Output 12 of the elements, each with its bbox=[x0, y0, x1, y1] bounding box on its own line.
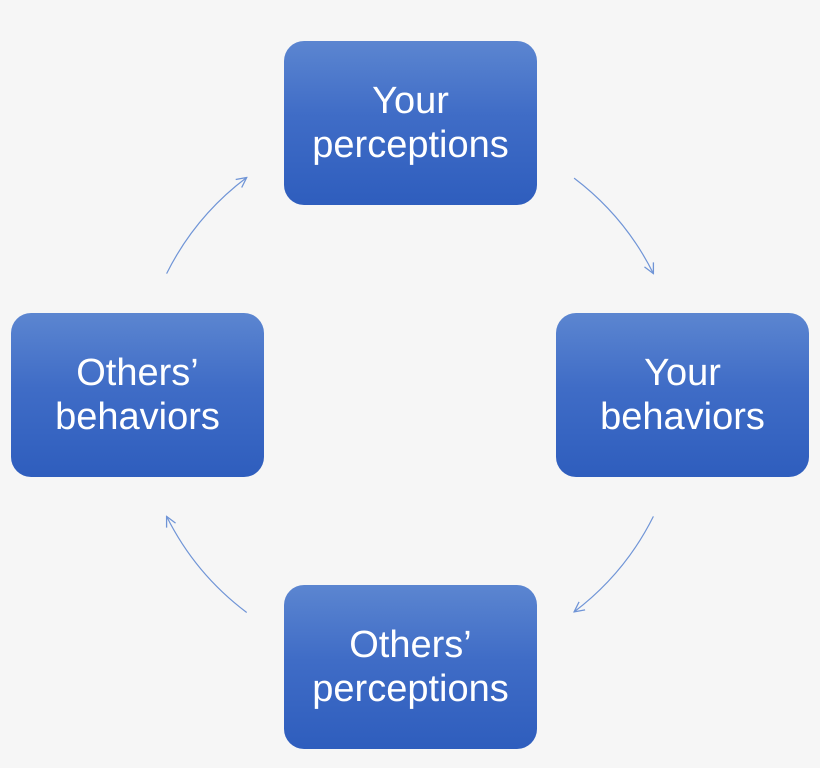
process-box bbox=[284, 585, 537, 749]
curved-arrow bbox=[166, 176, 248, 274]
curved-arrow bbox=[573, 516, 654, 613]
process-box bbox=[284, 41, 537, 205]
curved-arrow bbox=[166, 516, 248, 613]
box-label: Your behaviors bbox=[599, 351, 766, 439]
box-label: Others’ behaviors bbox=[54, 351, 221, 439]
process-box bbox=[11, 313, 264, 477]
box-label: Your perceptions bbox=[311, 79, 510, 167]
curved-arrow bbox=[574, 178, 654, 274]
box-label: Others’ perceptions bbox=[311, 623, 510, 711]
process-box bbox=[556, 313, 809, 477]
